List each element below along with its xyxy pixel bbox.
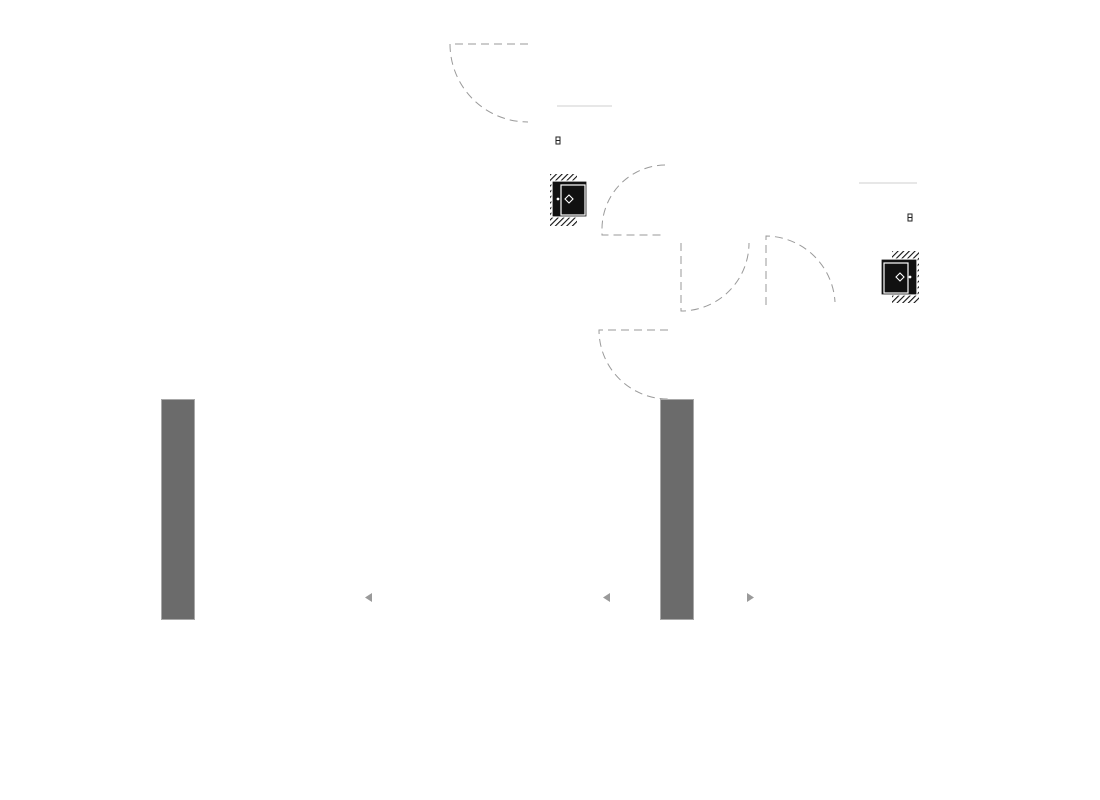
door-swings-group [449,43,836,400]
door-swing-center-left [680,242,750,312]
door-tag-marker-left [555,136,561,145]
direction-markers-group [365,593,754,602]
door-leaf-right [883,262,909,294]
door-center-mark-right [895,272,905,282]
door-leaf-left [560,184,586,216]
door-knob-left [556,197,560,201]
door-tags-group [555,136,913,222]
direction-arrow-marker-left-2 [603,593,610,602]
door-tag-marker-right [907,213,913,222]
door-swing-center-right [765,235,836,305]
door-symbol-left [550,174,588,226]
direction-arrow-marker-left-1 [365,593,372,602]
door-knob-right [908,275,912,279]
reference-lines-group [557,105,917,184]
door-swing-top [449,43,529,123]
wall-panel-left [161,399,195,620]
door-swing-middle-left [601,164,666,236]
door-swing-lower [598,329,669,400]
door-center-mark-left [564,194,574,204]
door-symbol-right [880,251,919,303]
direction-arrow-marker-right [747,593,754,602]
wall-panel-right [660,399,694,620]
wall-panels-group [161,399,694,620]
